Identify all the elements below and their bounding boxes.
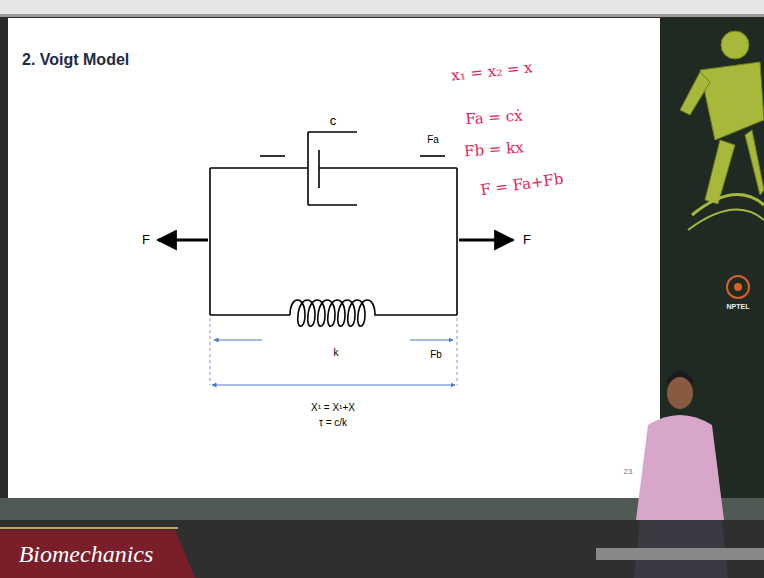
left-bar	[209, 168, 211, 315]
dashpot-piston	[318, 150, 320, 188]
spring-symbol	[290, 300, 385, 326]
top-bar-line	[0, 14, 764, 17]
robot-torso	[700, 62, 764, 140]
robot-graphic	[680, 31, 764, 230]
robot-arc	[688, 210, 764, 230]
spring-link	[385, 314, 457, 316]
force-label: Fa	[427, 134, 439, 146]
banner-title: Biomechanics	[19, 541, 154, 569]
presenter-head	[667, 377, 693, 409]
force-label: F	[142, 233, 150, 248]
extension-line	[210, 318, 211, 385]
force-arrow	[158, 239, 208, 242]
dash-mark	[260, 155, 285, 157]
direction-arrow	[410, 340, 453, 341]
slide-ground	[8, 18, 660, 498]
force-arrow	[459, 239, 513, 242]
robot-arm	[680, 72, 710, 115]
presenter-shirt	[636, 415, 724, 520]
banner-label-ground	[0, 530, 195, 578]
equation: τ = c/k	[319, 417, 347, 429]
nptel-logo-core	[734, 283, 742, 291]
spring-label: k	[334, 347, 339, 359]
dashpot-label: c	[330, 114, 337, 129]
right-bar	[456, 168, 458, 315]
force-label: F	[523, 233, 531, 248]
dashpot-rod	[319, 167, 457, 169]
extension-line	[457, 318, 458, 385]
robot-arc	[692, 195, 764, 215]
banner-rule	[0, 527, 178, 529]
page-number: 23	[624, 467, 633, 476]
robot-head	[721, 31, 749, 59]
logo-text: NPTEL	[727, 303, 750, 311]
dashpot-cylinder-wall	[307, 132, 309, 205]
nptel-logo	[727, 276, 749, 298]
robot-leg	[745, 130, 764, 195]
presenter	[596, 371, 764, 578]
dashpot-cylinder-bottom	[308, 204, 357, 206]
voigt-model	[210, 132, 457, 326]
presenter-hair	[667, 371, 693, 385]
dashpot-cylinder-top	[308, 131, 357, 133]
handwritten-note: x₁ = x₂ = x	[451, 59, 534, 85]
podium-edge	[596, 548, 764, 560]
slide-title: 2. Voigt Model	[22, 51, 129, 69]
handwritten-note: F = Fa+Fb	[479, 171, 564, 200]
force-label: Fb	[430, 349, 442, 361]
dashpot-link	[210, 167, 308, 169]
handwritten-note: Fb = kx	[464, 139, 525, 160]
top-bar	[0, 0, 764, 16]
dash-mark	[420, 155, 445, 157]
dimension-line	[212, 385, 455, 386]
handwritten-note: Fa = cẋ	[465, 107, 523, 128]
equation: X¹ = X¹+X	[311, 402, 355, 414]
direction-arrow	[214, 340, 262, 341]
spring-link	[210, 314, 290, 316]
